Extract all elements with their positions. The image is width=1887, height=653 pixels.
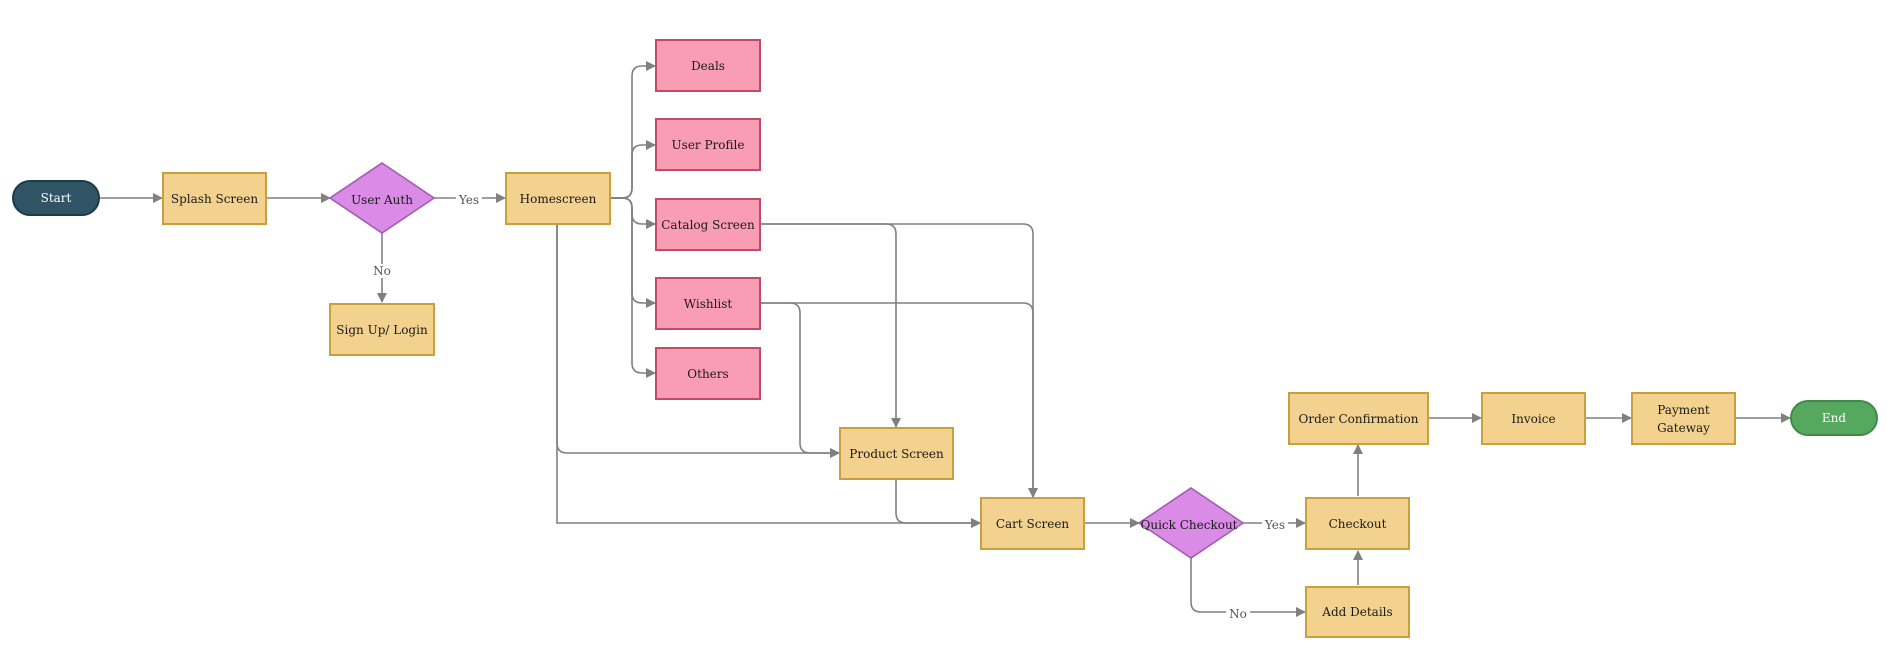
edge-home-product xyxy=(556,224,840,458)
homescreen-node[interactable]: Homescreen xyxy=(505,172,611,225)
order-confirmation-node[interactable]: Order Confirmation xyxy=(1288,392,1429,445)
invoice-node[interactable]: Invoice xyxy=(1481,392,1586,445)
edge-catalog-cart xyxy=(761,223,1038,498)
catalog-screen-node[interactable]: Catalog Screen xyxy=(655,198,761,251)
user-profile-node[interactable]: User Profile xyxy=(655,118,761,171)
edge-label-auth-yes: Yes xyxy=(455,193,483,207)
edge-home-profile xyxy=(611,140,656,199)
product-screen-node[interactable]: Product Screen xyxy=(839,427,954,480)
end-terminal[interactable]: End xyxy=(1790,400,1878,436)
edge-home-others xyxy=(611,197,656,378)
signup-login-node[interactable]: Sign Up/ Login xyxy=(329,303,435,356)
edge-catalog-product xyxy=(761,223,901,428)
edge-quick-adddetails xyxy=(1190,558,1306,617)
add-details-node[interactable]: Add Details xyxy=(1305,586,1410,638)
decision-quick-checkout[interactable] xyxy=(1137,487,1245,559)
cart-screen-node[interactable]: Cart Screen xyxy=(980,497,1085,550)
payment-gateway-node[interactable]: Payment Gateway xyxy=(1631,392,1736,445)
edge-label-auth-no: No xyxy=(370,264,394,278)
edge-product-cart xyxy=(895,480,981,528)
edge-home-deals xyxy=(611,61,656,199)
decision-user-auth[interactable] xyxy=(328,162,436,234)
wishlist-node[interactable]: Wishlist xyxy=(655,277,761,330)
splash-screen-node[interactable]: Splash Screen xyxy=(162,172,267,225)
edge-home-wishlist xyxy=(611,197,656,308)
start-terminal[interactable]: Start xyxy=(12,180,100,216)
edge-home-catalog xyxy=(611,197,656,229)
others-node[interactable]: Others xyxy=(655,347,761,400)
deals-node[interactable]: Deals xyxy=(655,39,761,92)
edge-wishlist-cart xyxy=(761,302,1038,498)
edge-label-quick-yes: Yes xyxy=(1261,518,1289,532)
edge-wishlist-product xyxy=(761,302,840,458)
edge-label-quick-no: No xyxy=(1226,607,1250,621)
checkout-node[interactable]: Checkout xyxy=(1305,497,1410,550)
edge-home-cart xyxy=(556,224,981,528)
